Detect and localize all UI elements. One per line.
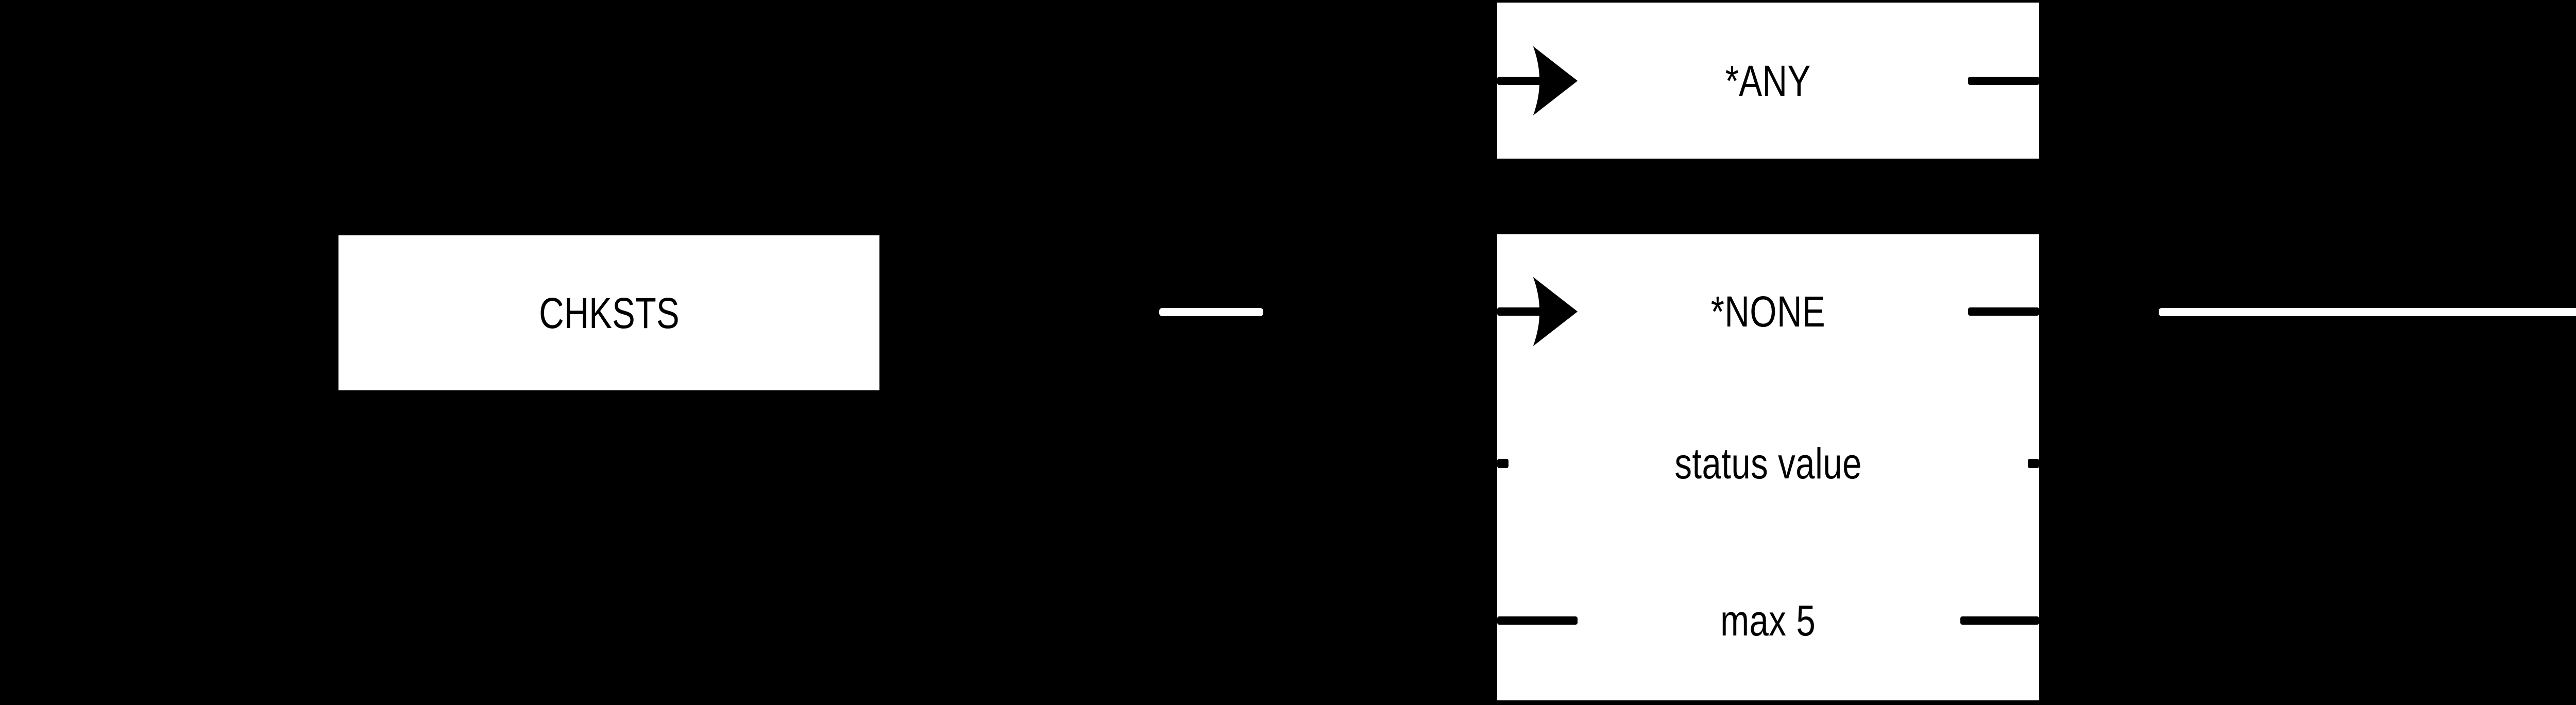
node-chksts-label: CHKSTS xyxy=(538,288,680,337)
any-exit-stub xyxy=(1968,76,2039,85)
arrow-right-icon xyxy=(1533,46,1578,115)
output-wire xyxy=(2159,308,2576,316)
arrow-right-icon xyxy=(1533,277,1578,347)
node-none-group[interactable]: *NONE status value max 5 xyxy=(1497,234,2039,700)
none-exit-stub xyxy=(1968,307,2039,316)
node-any-label: *ANY xyxy=(1725,56,1811,105)
none-entry-stub xyxy=(1497,307,1541,316)
connector-nub-icon-left xyxy=(1497,459,1509,468)
node-any-option[interactable]: *ANY xyxy=(1497,3,2039,159)
input-wire xyxy=(1159,308,1263,316)
node-chksts[interactable]: CHKSTS xyxy=(338,235,879,390)
node-status-value-label: status value xyxy=(1674,439,1862,488)
node-none-label: *NONE xyxy=(1710,287,1826,336)
connector-line-icon-left xyxy=(1497,616,1578,625)
any-entry-stub xyxy=(1497,76,1541,85)
connector-nub-icon-right xyxy=(2028,459,2039,468)
node-max-label: max 5 xyxy=(1720,596,1816,645)
connector-line-icon-right xyxy=(1960,616,2039,625)
